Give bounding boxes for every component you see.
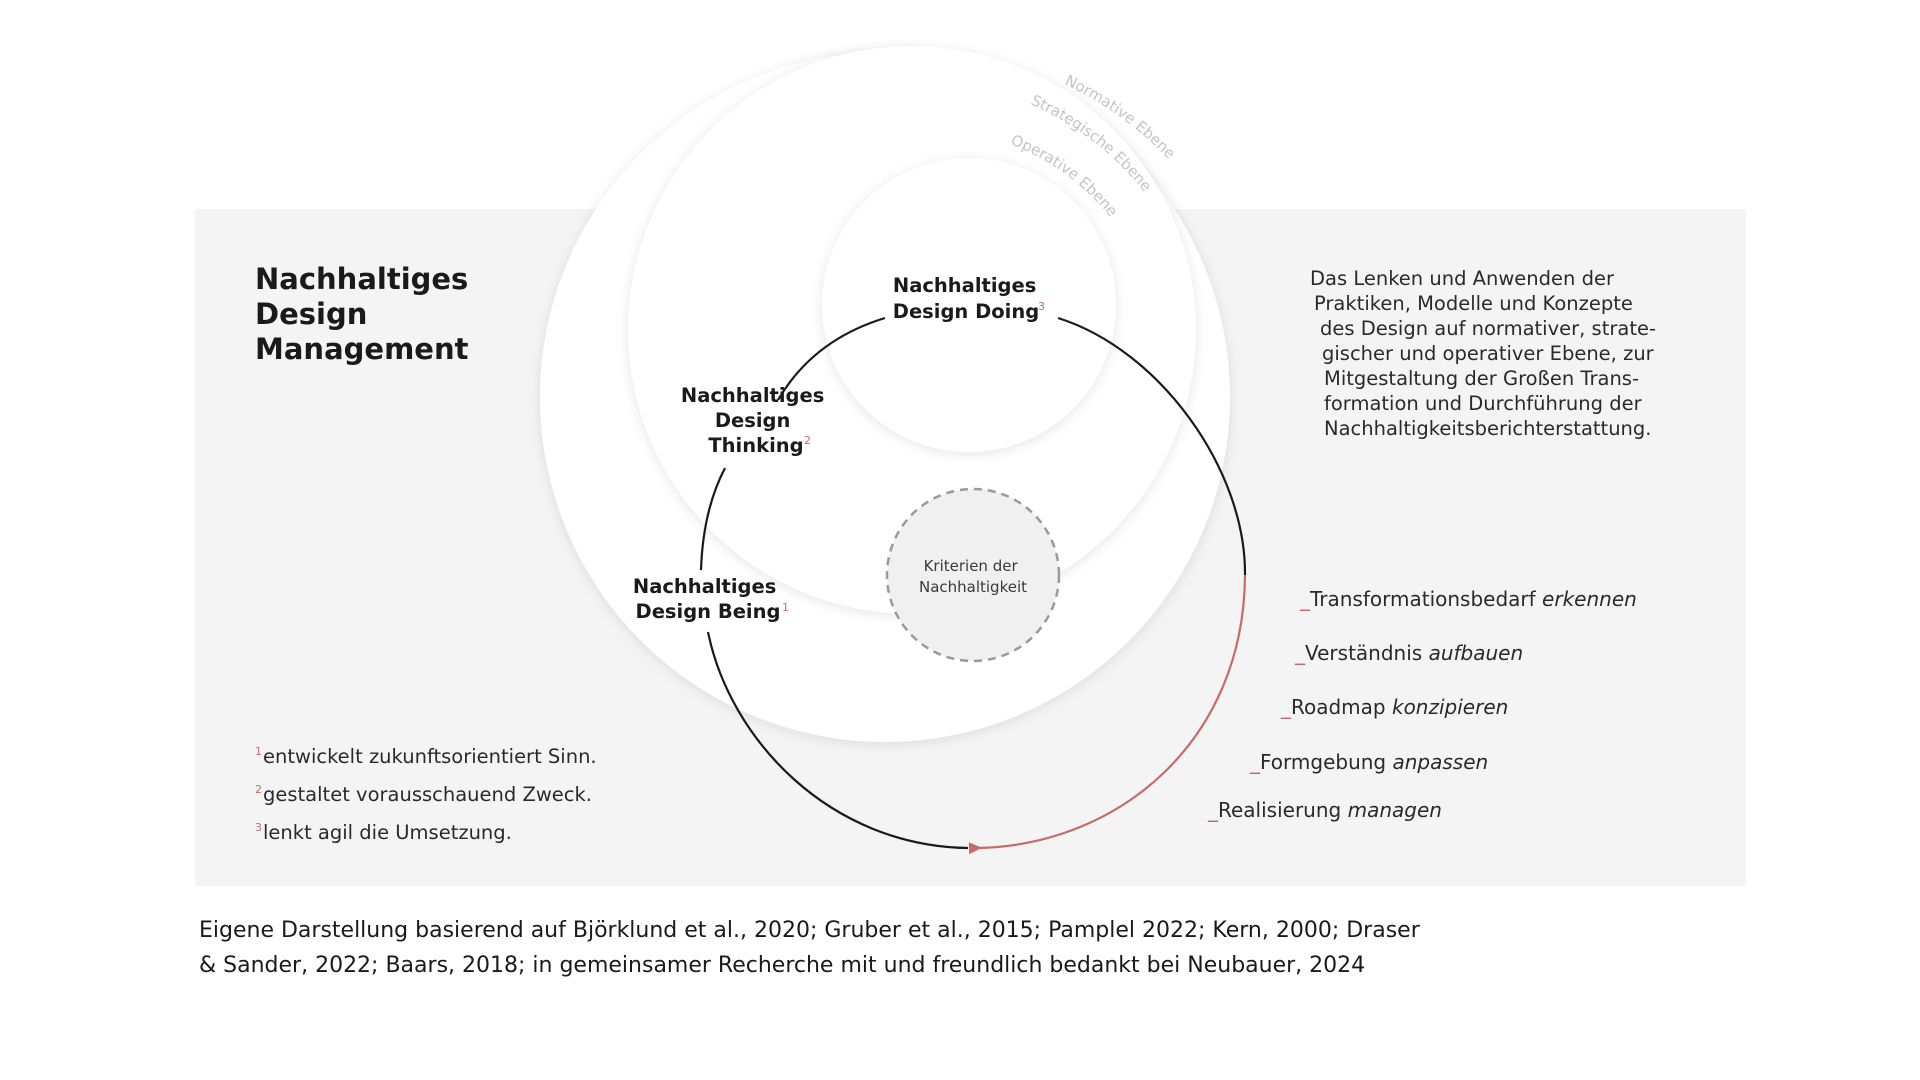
action-item: _Roadmap konzipieren [1281,695,1509,719]
description-line: Mitgestaltung der Großen Trans- [1324,367,1639,390]
criteria-label: Kriterien der Nachhaltigkeit [919,557,1027,596]
svg-text:Nachhaltiges Design: Nachhaltiges Design Thinking [681,384,831,457]
description-line: des Design auf normativer, strate- [1320,317,1657,340]
description-line: gischer und operativer Ebene, zur [1322,342,1654,365]
node-design-thinking: Nachhaltiges Design Thinking 2 [681,384,831,457]
svg-text:Nachhaltiges Design Bein: Nachhaltiges Design Being [633,575,783,623]
diagram-title: Nachhaltiges Design Management [255,262,468,367]
operative-level-circle [822,158,1116,452]
svg-text:3: 3 [1038,300,1045,313]
flow-arc-doing-thinking [777,316,886,401]
action-item: _Verständnis aufbauen [1295,641,1524,665]
svg-text:Nachhaltiges Design Doin: Nachhaltiges Design Doing [893,274,1043,323]
description-line: Das Lenken und Anwenden der [1310,267,1614,290]
footnote-item: 2gestaltet vorausschauend Zweck. [255,783,592,806]
footnote-item: 3lenkt agil die Umsetzung. [255,821,512,844]
node-design-being: Nachhaltiges Design Being 1 [633,575,789,623]
flow-arrow-red [968,574,1247,855]
footnotes: 1entwickelt zukunftsorientiert Sinn. 2ge… [255,735,597,849]
action-item: _Formgebung anpassen [1250,750,1489,774]
svg-text:2: 2 [804,434,811,447]
source-line: & Sander, 2022; Baars, 2018; in gemeinsa… [199,953,1366,978]
title-line: Management [255,332,469,366]
description-line: Nachhaltigkeitsberichterstattung. [1324,417,1652,440]
action-item: _Transformationsbedarf erkennen [1300,587,1637,611]
svg-text:1: 1 [782,601,789,614]
source-caption: Eigene Darstellung basierend auf Björklu… [199,913,1439,983]
footnote-item: 1entwickelt zukunftsorientiert Sinn. [255,745,597,768]
description-line: formation und Durchführung der [1324,392,1642,415]
title-line: Nachhaltiges [255,262,469,296]
action-item: _Realisierung managen [1208,798,1442,822]
flow-arc-doing-right [1057,316,1247,576]
title-line: Design [255,297,368,331]
description-line: Praktiken, Modelle und Konzepte [1314,292,1633,315]
flow-arc-being-bottom [706,631,969,850]
criteria-circle [885,487,1061,663]
flow-arc-thinking-being [699,467,726,571]
source-line: Eigene Darstellung basierend auf Björklu… [199,918,1420,943]
node-design-doing: Nachhaltiges Design Doing 3 [893,274,1045,323]
